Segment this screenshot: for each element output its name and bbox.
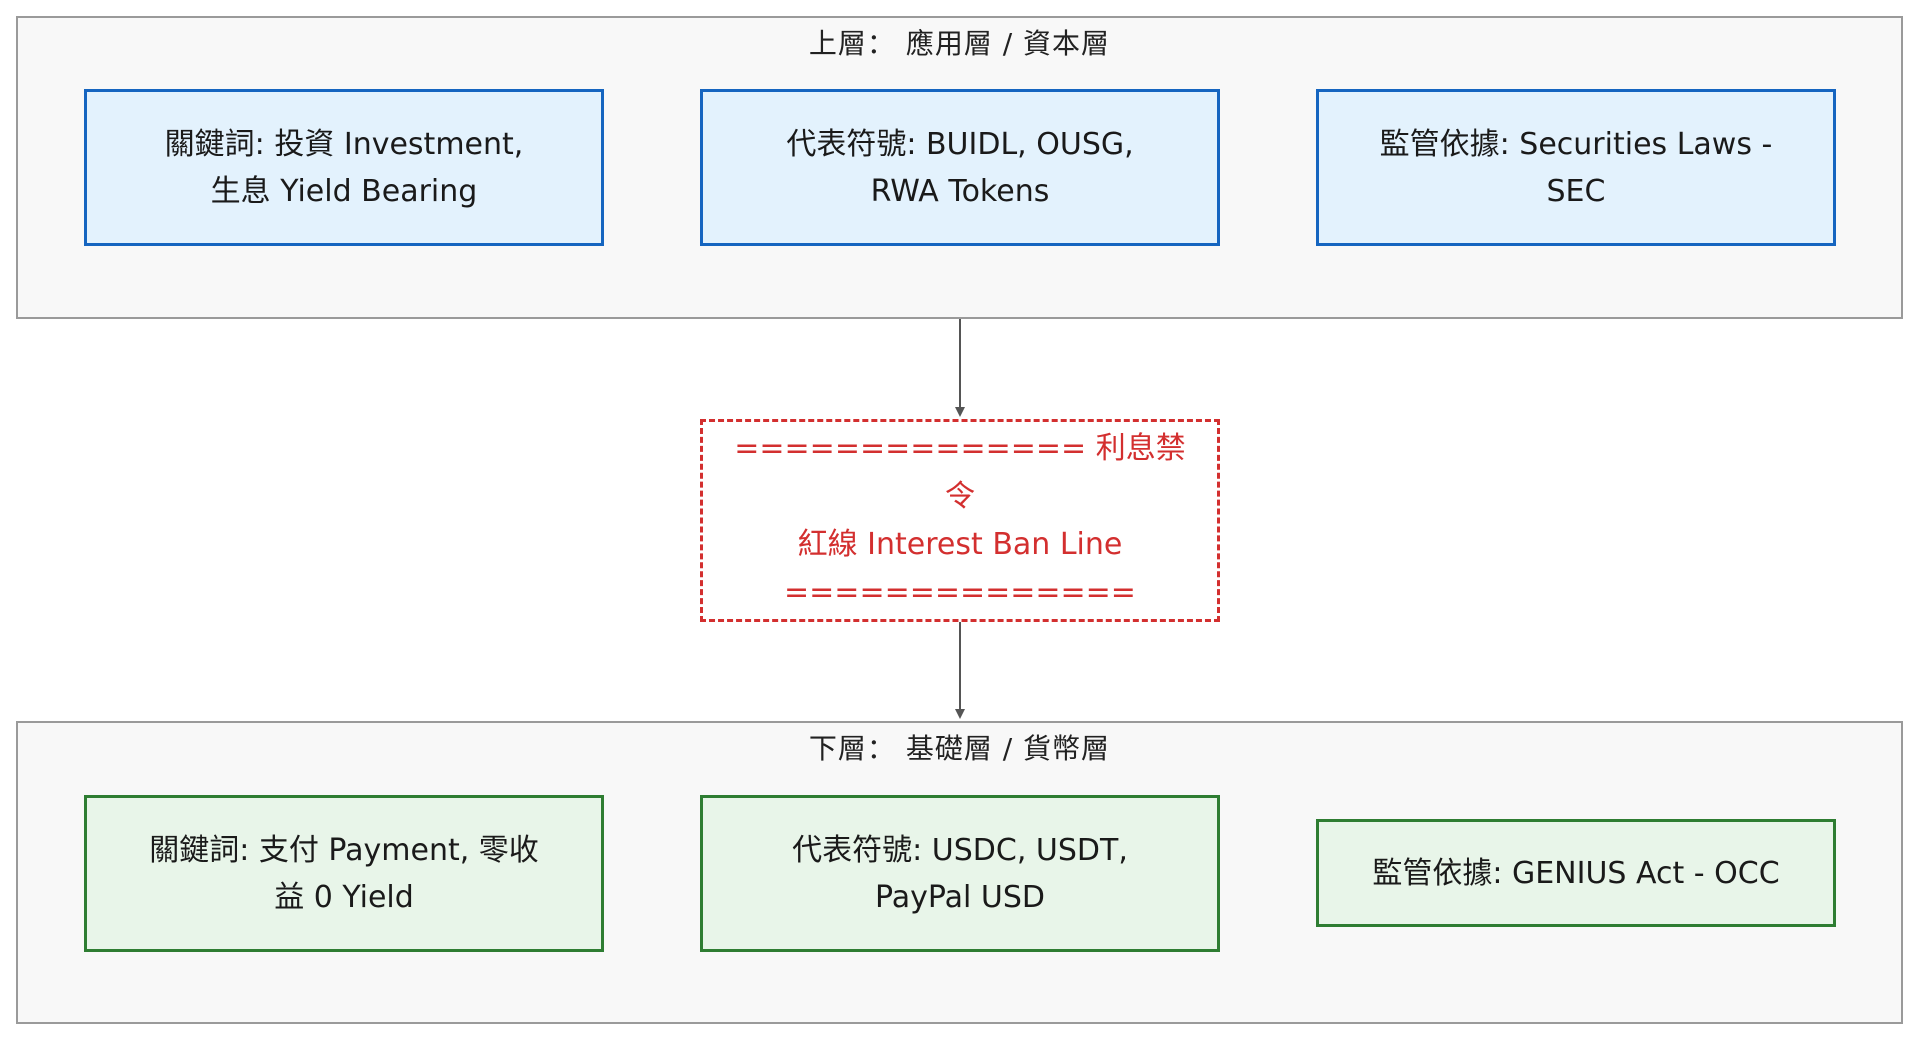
box-line: 生息 Yield Bearing: [210, 173, 478, 209]
ban-line: ==============: [784, 574, 1136, 610]
bottom-layer-title: 下層： 基礎層 / 貨幣層: [808, 732, 1111, 765]
top-regulation-box: 監管依據: Securities Laws - SEC: [1316, 89, 1836, 246]
bottom-symbols-box: 代表符號: USDC, USDT, PayPal USD: [700, 795, 1220, 952]
box-line: 監管依據: GENIUS Act - OCC: [1372, 855, 1780, 891]
box-line: 代表符號: BUIDL, OUSG,: [786, 126, 1134, 162]
top-symbols-box: 代表符號: BUIDL, OUSG, RWA Tokens: [700, 89, 1220, 246]
bottom-regulation-box: 監管依據: GENIUS Act - OCC: [1316, 819, 1836, 927]
ban-line: ============== 利息禁令: [734, 430, 1186, 514]
box-line: 關鍵詞: 投資 Investment,: [164, 126, 524, 162]
box-line: 關鍵詞: 支付 Payment, 零收: [149, 832, 539, 868]
bottom-keywords-box: 關鍵詞: 支付 Payment, 零收 益 0 Yield: [84, 795, 604, 952]
box-line: RWA Tokens: [870, 173, 1050, 209]
top-layer-title: 上層： 應用層 / 資本層: [808, 27, 1111, 60]
ban-line: 紅線 Interest Ban Line: [797, 526, 1123, 562]
box-line: 代表符號: USDC, USDT,: [792, 832, 1128, 868]
interest-ban-line-box: ============== 利息禁令 紅線 Interest Ban Line…: [700, 419, 1220, 622]
box-line: PayPal USD: [875, 879, 1045, 915]
top-keywords-box: 關鍵詞: 投資 Investment, 生息 Yield Bearing: [84, 89, 604, 246]
box-line: 監管依據: Securities Laws -: [1379, 126, 1773, 162]
box-line: 益 0 Yield: [274, 879, 414, 915]
box-line: SEC: [1546, 173, 1606, 209]
